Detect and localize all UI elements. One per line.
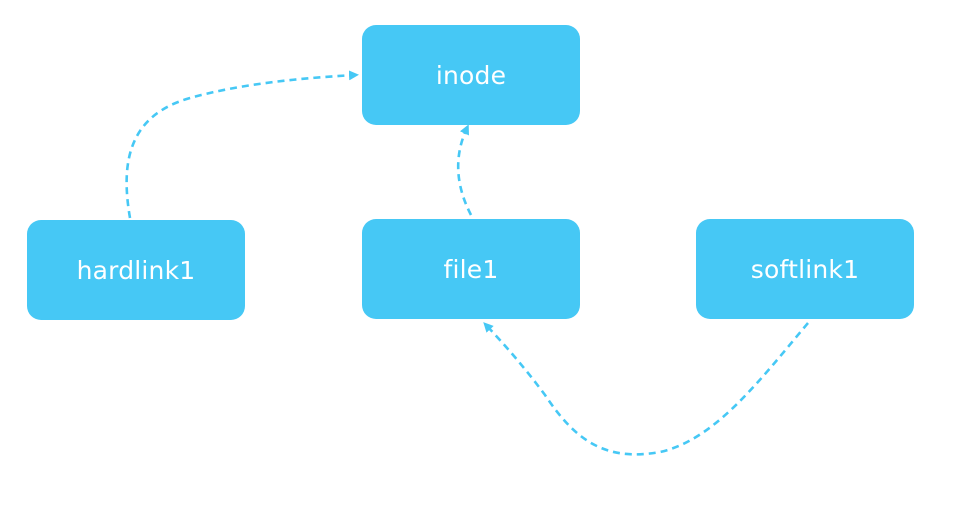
softlink1-node: softlink1	[696, 219, 914, 319]
link-softlink1-to-file1	[483, 322, 809, 456]
link-file1-to-inode	[456, 124, 473, 216]
file1-label: file1	[443, 254, 499, 284]
file1-node: file1	[362, 219, 580, 319]
softlink1-label: softlink1	[750, 254, 860, 284]
inode-label: inode	[435, 60, 507, 90]
link-hardlink1-to-inode	[125, 70, 359, 219]
hardlink1-node: hardlink1	[27, 220, 245, 320]
hardlink1-label: hardlink1	[76, 255, 196, 285]
inode-node: inode	[362, 25, 580, 125]
